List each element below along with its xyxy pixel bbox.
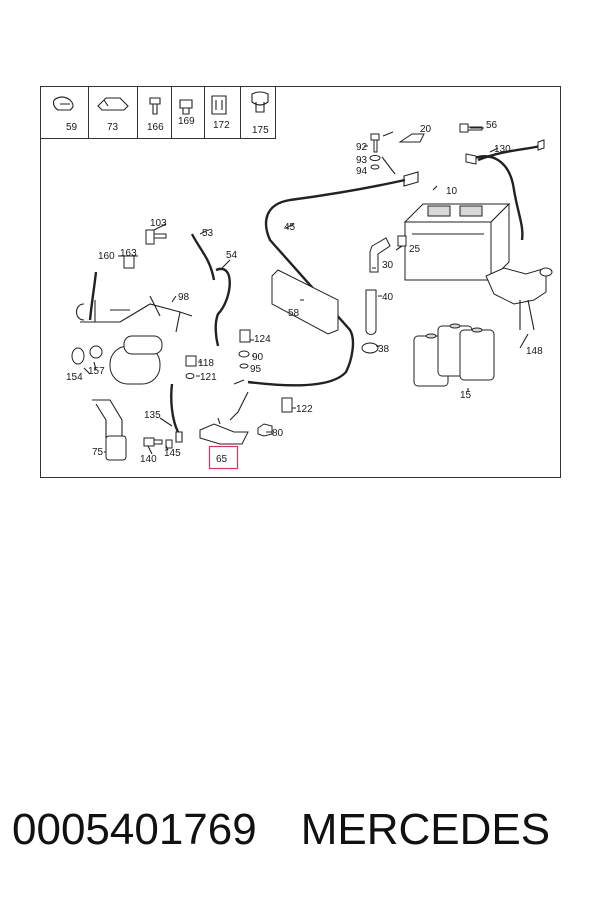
callout-45: 45 xyxy=(284,222,296,233)
callout-30: 30 xyxy=(382,260,394,271)
pump-75 xyxy=(92,399,123,440)
callout-103: 103 xyxy=(150,218,167,229)
callout-157: 157 xyxy=(88,366,105,377)
bolt-140 xyxy=(143,437,163,447)
callout-98: 98 xyxy=(178,292,190,303)
module-15 xyxy=(413,323,495,387)
callout-80: 80 xyxy=(272,428,284,439)
callout-130: 130 xyxy=(494,144,511,155)
washer-95 xyxy=(239,363,249,369)
cable-130 xyxy=(469,144,541,241)
callout-54: 54 xyxy=(226,250,238,261)
sleeve-124 xyxy=(239,329,251,343)
callout-135: 135 xyxy=(144,410,161,421)
legend-row: 59 73 166 169 172 175 xyxy=(40,86,276,139)
callout-160: 160 xyxy=(98,251,115,262)
nut-80 xyxy=(257,423,273,437)
callout-40: 40 xyxy=(382,292,394,303)
cable-45 xyxy=(247,178,406,387)
valve-148 xyxy=(485,267,547,305)
highlight-box-65 xyxy=(208,445,239,470)
legend-label-59: 59 xyxy=(66,122,78,133)
clip-59-icon xyxy=(52,96,74,111)
cable-54 xyxy=(214,267,231,347)
legend-label-169: 169 xyxy=(178,116,195,127)
nut-90 xyxy=(238,350,250,358)
callout-148: 148 xyxy=(526,346,543,357)
bolt-103 xyxy=(145,229,167,245)
callout-20: 20 xyxy=(420,124,432,135)
harness-98 xyxy=(80,295,193,333)
legend-label-175: 175 xyxy=(252,125,269,136)
callout-124: 124 xyxy=(254,334,271,345)
part-number: 0005401769 xyxy=(12,805,257,854)
callout-58: 58 xyxy=(288,308,300,319)
callout-10: 10 xyxy=(446,186,458,197)
caption: 0005401769 MERCEDES xyxy=(12,800,592,860)
callout-118: 118 xyxy=(198,358,214,369)
bracket-65 xyxy=(199,423,249,445)
hose-40 xyxy=(365,289,377,335)
cable-160 xyxy=(88,271,98,321)
highlighted-part-label: 65 xyxy=(216,454,228,465)
callout-53: 53 xyxy=(202,228,214,239)
nut-163 xyxy=(123,255,135,269)
clip-175-icon xyxy=(251,91,269,113)
hose-30 xyxy=(369,237,391,273)
callout-95: 95 xyxy=(250,364,262,375)
washer-93 xyxy=(369,155,381,161)
terminal-20 xyxy=(398,133,425,143)
callout-25: 25 xyxy=(409,244,421,255)
parts-diagram: 59 73 166 169 172 175 xyxy=(40,86,561,478)
callout-94: 94 xyxy=(356,166,368,177)
callout-75: 75 xyxy=(92,447,104,458)
sleeve-118 xyxy=(185,355,197,367)
nut-169-icon xyxy=(179,99,193,115)
legend-label-73: 73 xyxy=(107,122,119,133)
cap-38 xyxy=(361,342,379,354)
callout-154: 154 xyxy=(66,372,83,383)
brand-name: MERCEDES xyxy=(300,805,551,854)
cover-122 xyxy=(281,397,293,413)
callout-15: 15 xyxy=(460,390,472,401)
grommet-25 xyxy=(397,235,407,247)
diagram-frame xyxy=(40,86,561,478)
callout-122: 122 xyxy=(296,404,313,415)
callout-145: 145 xyxy=(164,448,181,459)
washer-94 xyxy=(370,164,380,170)
battery xyxy=(403,202,511,282)
callout-93: 93 xyxy=(356,155,368,166)
callout-56: 56 xyxy=(486,120,498,131)
bolt-92 xyxy=(370,133,380,153)
callout-163: 163 xyxy=(120,248,137,259)
clip-145 xyxy=(165,439,173,449)
ring-121 xyxy=(185,373,195,379)
callout-140: 140 xyxy=(140,454,157,465)
legend-label-172: 172 xyxy=(213,120,230,131)
tray-58 xyxy=(271,269,339,335)
clip-73-icon xyxy=(97,97,129,111)
starter-motor xyxy=(71,335,163,385)
callout-121: 121 xyxy=(200,372,217,383)
screw-166-icon xyxy=(149,97,161,115)
clip-172-icon xyxy=(211,95,227,115)
cable-53 xyxy=(190,233,216,281)
cable-135 xyxy=(170,383,180,433)
callout-92: 92 xyxy=(356,142,368,153)
callout-38: 38 xyxy=(378,344,390,355)
legend-label-166: 166 xyxy=(147,122,164,133)
callout-90: 90 xyxy=(252,352,264,363)
